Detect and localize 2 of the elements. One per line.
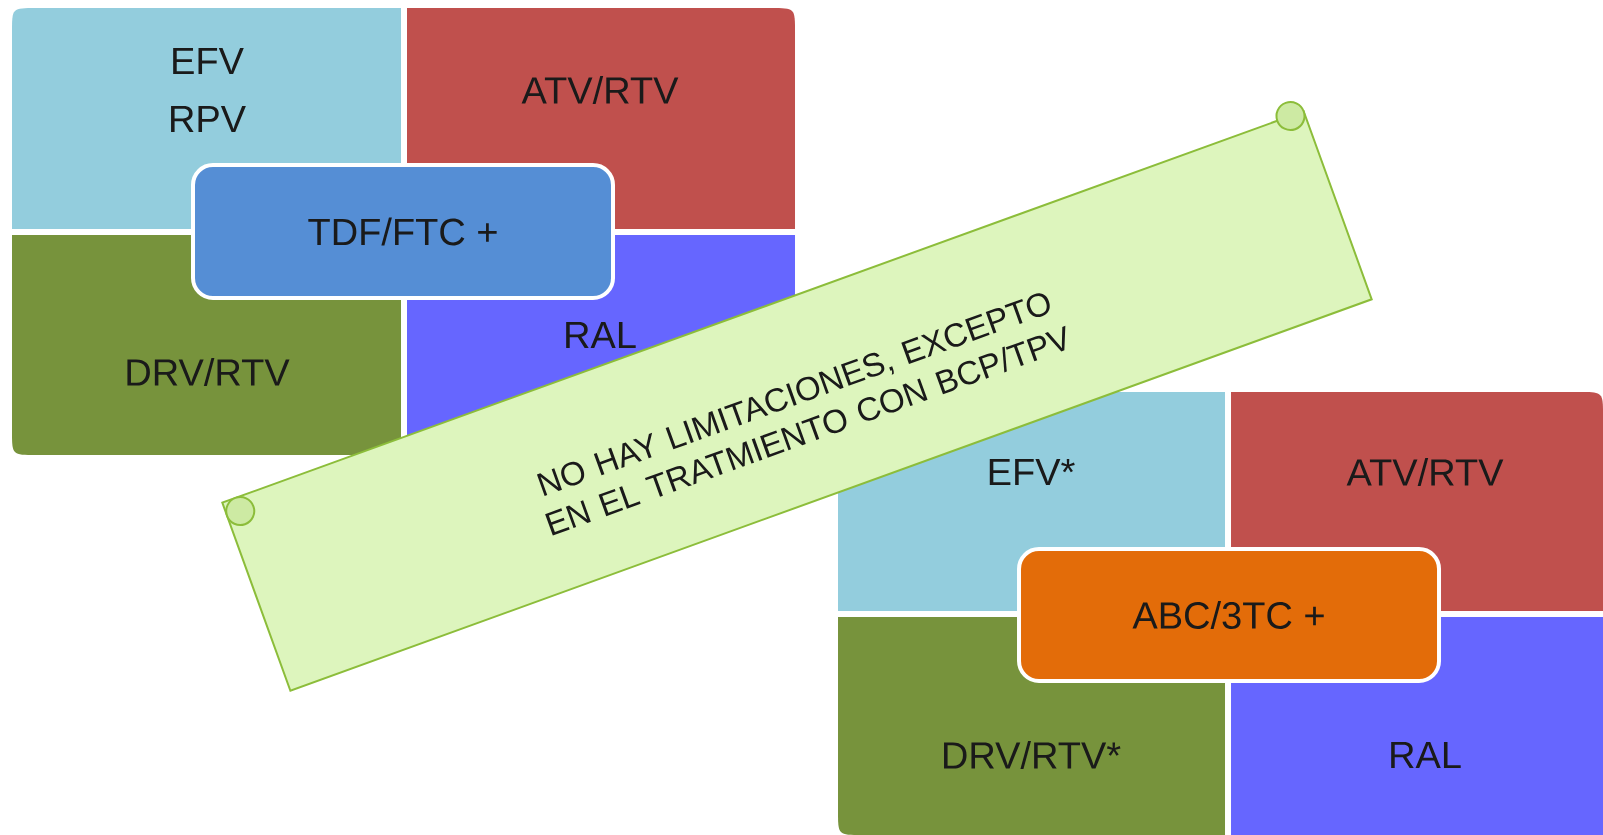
center-box: ABC/3TC + (1017, 547, 1441, 683)
center-box: TDF/FTC + (191, 163, 615, 300)
